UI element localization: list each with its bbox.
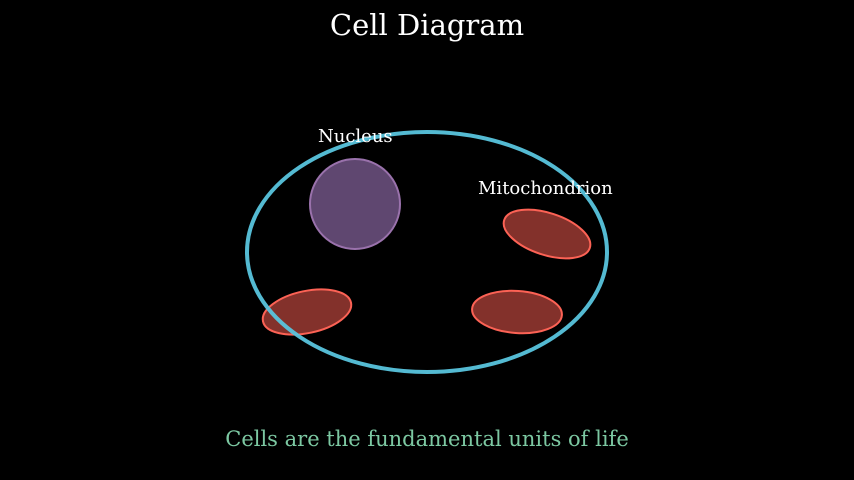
cell-membrane [245,130,609,374]
nucleus [309,158,401,250]
caption: Cells are the fundamental units of life [225,427,629,451]
mitochondrion-bottom-right [471,289,563,335]
mitochondrion-top-right [502,208,592,260]
diagram-title: Cell Diagram [329,8,525,42]
mitochondrion-label: Mitochondrion [478,178,613,199]
nucleus-label: Nucleus [318,126,393,147]
